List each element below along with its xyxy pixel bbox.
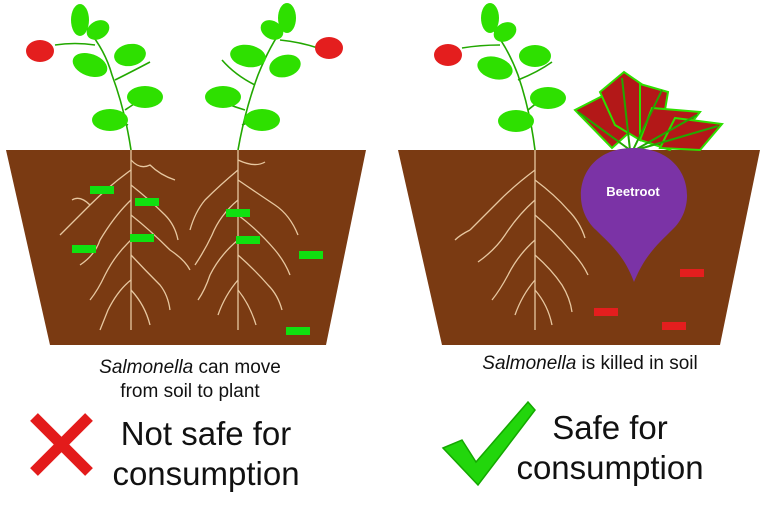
left-caption-species: Salmonella — [99, 357, 194, 378]
right-fruit — [434, 44, 462, 66]
right-pot-soil — [398, 150, 760, 345]
bacterium — [236, 236, 260, 244]
right-caption-species: Salmonella — [482, 353, 577, 374]
right-verdict-line1: Safe for — [552, 409, 668, 446]
left-caption: Salmonella can move from soil to plant — [60, 356, 320, 404]
right-plant — [434, 3, 566, 151]
right-verdict-line2: consumption — [516, 449, 704, 486]
left-fruit-2 — [315, 37, 343, 59]
left-plant-2 — [205, 3, 343, 151]
left-caption-rest: can move — [193, 357, 281, 378]
beetroot: Beetroot — [573, 70, 724, 282]
left-caption-line1: Salmonella can move — [60, 356, 320, 380]
bacterium — [662, 322, 686, 330]
checkmark-icon — [441, 400, 536, 487]
left-verdict-line2: consumption — [112, 455, 300, 492]
bacterium — [72, 245, 96, 253]
right-caption: Salmonella is killed in soil — [440, 352, 740, 376]
left-plant-1 — [26, 4, 163, 151]
bacterium — [299, 251, 323, 259]
bacterium — [680, 269, 704, 277]
beetroot-leaves — [573, 70, 724, 152]
left-caption-line2: from soil to plant — [120, 381, 260, 402]
right-verdict: Safe for consumption — [500, 408, 720, 488]
left-pot — [6, 150, 366, 345]
right-plant-roots — [454, 150, 589, 330]
bacterium — [226, 209, 250, 217]
bacterium — [90, 186, 114, 194]
right-pot — [398, 150, 760, 345]
beetroot-root — [580, 148, 688, 282]
bacterium — [130, 234, 154, 242]
right-caption-line1: Salmonella is killed in soil — [440, 352, 740, 376]
left-verdict-line1: Not safe for — [120, 415, 292, 452]
left-pot-soil — [6, 150, 366, 345]
cross-icon — [30, 413, 93, 476]
bacterium — [594, 308, 618, 316]
bacterium — [135, 198, 159, 206]
beetroot-label: Beetroot — [606, 184, 660, 199]
left-fruit-1 — [26, 40, 54, 62]
left-verdict: Not safe for consumption — [96, 414, 316, 494]
right-caption-rest: is killed in soil — [576, 353, 698, 374]
right-bacteria-group — [594, 269, 704, 330]
bacterium — [286, 327, 310, 335]
left-bacteria-group — [72, 186, 323, 335]
